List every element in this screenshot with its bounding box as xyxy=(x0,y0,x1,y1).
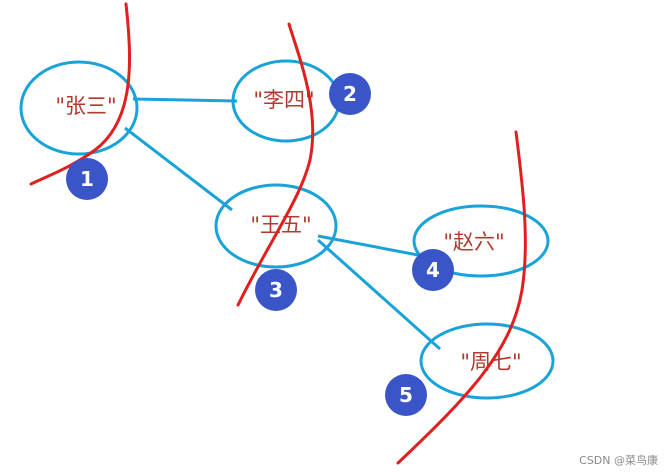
badge-2: 2 xyxy=(329,73,371,115)
node-label-zhaoliu: "赵六" xyxy=(443,230,504,254)
node-ellipse-zhangsan xyxy=(19,60,139,156)
node-labels: "张三" "李四" "王五" "赵六" "周七" xyxy=(55,88,521,374)
edge-zhangsan-lisi xyxy=(132,97,238,103)
edge-zhangsan-wangwu xyxy=(124,126,233,212)
cut-lines xyxy=(29,2,527,465)
badge-3-text: 3 xyxy=(269,278,283,302)
badge-1-text: 1 xyxy=(80,167,94,191)
nodes xyxy=(19,59,555,400)
node-ellipse-zhaoliu xyxy=(412,204,550,278)
cut-line-3 xyxy=(396,130,527,465)
node-ellipse-wangwu xyxy=(214,183,338,269)
badge-4-text: 4 xyxy=(426,258,440,282)
badge-5-text: 5 xyxy=(399,383,413,407)
cut-line-2 xyxy=(236,22,315,307)
edge-wangwu-zhouqi xyxy=(317,238,441,351)
badge-4: 4 xyxy=(412,249,454,291)
badge-3: 3 xyxy=(255,269,297,311)
cut-line-1 xyxy=(29,2,132,186)
badge-2-text: 2 xyxy=(343,82,357,106)
badges: 1 2 3 4 5 xyxy=(66,73,454,416)
node-label-zhangsan: "张三" xyxy=(55,94,116,118)
badge-1: 1 xyxy=(66,158,108,200)
node-label-lisi: "李四" xyxy=(253,88,314,112)
watermark: CSDN @菜鸟康 xyxy=(579,454,658,467)
node-ellipse-zhouqi xyxy=(419,322,555,400)
badge-5: 5 xyxy=(385,374,427,416)
